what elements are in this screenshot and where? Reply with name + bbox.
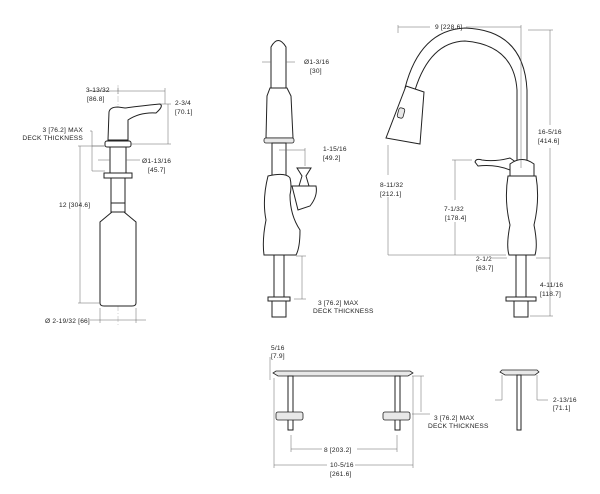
deck-plate-front [272, 370, 414, 377]
dim-handle-offset-mm: [49.2] [323, 155, 341, 162]
dim-base-dia: 2-1/2 [476, 256, 492, 263]
dim-handle-height-mm: [178.4] [445, 215, 467, 222]
dim-spout-dia-mm: [30] [310, 68, 322, 75]
dim-plate-depth-mm: [71.1] [553, 405, 571, 412]
pump-head [107, 103, 162, 141]
dispenser-shank [109, 146, 127, 176]
plate-nut-right [382, 411, 411, 421]
faucet-side-view: Ø1-3/16 [30] 1-15/16 [49.2] 3 [76.2] MAX… [262, 40, 374, 318]
plate-stud-left [287, 375, 294, 431]
dim-width-top-mm: [86.8] [87, 96, 105, 103]
dim-shank-dia: Ø1-13/16 [142, 158, 171, 165]
deck-plate-side [499, 369, 540, 376]
faucet-body [505, 175, 539, 256]
bottle-neck [110, 202, 126, 213]
dim-plate-thickness: 5/16 [271, 345, 285, 352]
spray-face [263, 137, 295, 144]
handle-hub [509, 159, 535, 177]
dim-width-top: 3-13/32 [86, 87, 110, 94]
handle-base [291, 185, 317, 211]
dim-deck-max: 3 [76.2] MAX [42, 127, 83, 134]
dim-deck-label: DECK THICKNESS [313, 308, 374, 315]
dim-shank-length-mm: [118.7] [540, 291, 561, 298]
dim-spout-dia: Ø1-3/16 [304, 59, 329, 66]
dim-spout-clearance: 8-11/32 [380, 182, 403, 189]
dim-height-mm: [414.6] [538, 138, 560, 145]
dim-deck-label: DECK THICKNESS [22, 135, 83, 142]
dim-plate-width: 10-5/16 [330, 462, 354, 469]
dim-handle-offset: 1-15/16 [323, 146, 347, 153]
dim-plate-depth: 2-13/16 [553, 397, 577, 404]
dim-centers: 8 [203.2] [324, 447, 351, 454]
dim-deck-max: 3 [76.2] MAX [434, 415, 475, 422]
dim-pump-height: 2-3/4 [175, 100, 191, 107]
dim-spout-clearance-mm: [212.1] [380, 191, 402, 198]
mount-nut [267, 296, 291, 302]
spray-button [396, 107, 406, 119]
dim-bottle-dia: Ø 2-19/32 [66] [45, 318, 90, 325]
dispenser-nut [103, 172, 133, 179]
column [271, 142, 287, 177]
spray-head [265, 87, 294, 139]
dim-shank-length: 4-11/16 [540, 282, 563, 289]
dim-pump-height-mm: [70.1] [175, 109, 193, 116]
plate-stud-right [394, 375, 401, 431]
mount-nut [505, 296, 537, 302]
faucet-front-view: 9 [228.6] 16-5/16 [414.6] 8-11/32 [212.1… [380, 24, 563, 318]
supply-fitting [271, 300, 287, 318]
faucet-body [262, 173, 301, 256]
dim-shank-dia-mm: [45.7] [148, 167, 166, 174]
dim-height: 16-5/16 [538, 129, 562, 136]
deck-plate-views: 5/16 [7.9] 3 [76.2] MAX DECK THICKNESS 8… [269, 345, 577, 478]
dim-plate-thickness-mm: [7.9] [271, 353, 285, 360]
dim-reach: 9 [228.6] [435, 24, 462, 31]
pulldown-head [385, 85, 425, 145]
shank [515, 254, 527, 299]
dispenser-tube [110, 177, 126, 205]
dim-deck-label: DECK THICKNESS [428, 423, 489, 430]
plate-stud-side [516, 374, 522, 431]
supply-fitting [513, 300, 529, 318]
dim-below-deck: 12 [304.6] [59, 202, 90, 209]
soap-bottle [99, 211, 137, 307]
dim-base-dia-mm: [63.7] [476, 265, 494, 272]
dispenser-collar [104, 140, 132, 148]
dim-handle-height: 7-1/32 [444, 206, 464, 213]
shank [273, 254, 285, 299]
handle-knob [296, 167, 312, 187]
spout [270, 40, 287, 89]
dim-deck-max: 3 [76.2] MAX [318, 300, 359, 307]
plate-nut-left [275, 411, 304, 421]
soap-dispenser: 3-13/32 [86.8] 2-3/4 [70.1] 3 [76.2] MAX… [22, 85, 193, 325]
dim-plate-width-mm: [261.6] [330, 471, 352, 478]
lever-handle [474, 157, 521, 171]
